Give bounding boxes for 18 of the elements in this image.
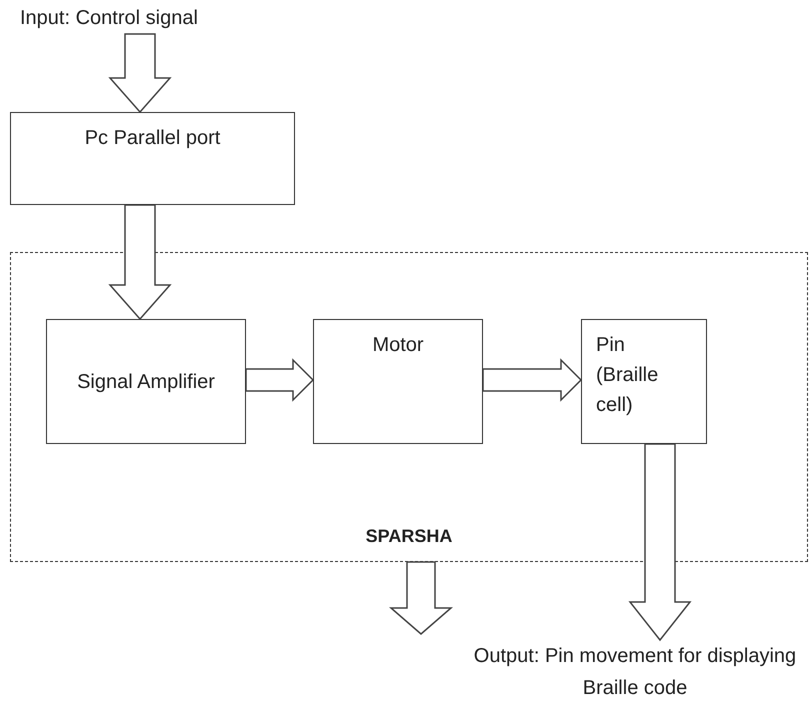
io-caption: Output: Pin movement for displaying Braille code [462, 640, 808, 716]
box-label: Signal Amplifier [77, 370, 215, 394]
block-arrow [245, 358, 314, 402]
box-label: Motor [372, 333, 424, 358]
block-arrow [628, 443, 692, 642]
block-arrow [108, 33, 172, 114]
block-arrow [108, 204, 172, 320]
process-box [313, 319, 483, 444]
system-boundary [10, 252, 808, 562]
process-box [581, 319, 707, 444]
io-caption: Input: Control signal [20, 2, 310, 34]
process-box [46, 319, 246, 444]
process-box [10, 112, 295, 205]
box-label: Pc Parallel port [84, 126, 220, 151]
block-arrow [388, 561, 454, 635]
system-name: SPARSHA [364, 526, 454, 547]
block-arrow [482, 358, 582, 402]
box-label: Pin (Braille cell) [596, 333, 660, 418]
